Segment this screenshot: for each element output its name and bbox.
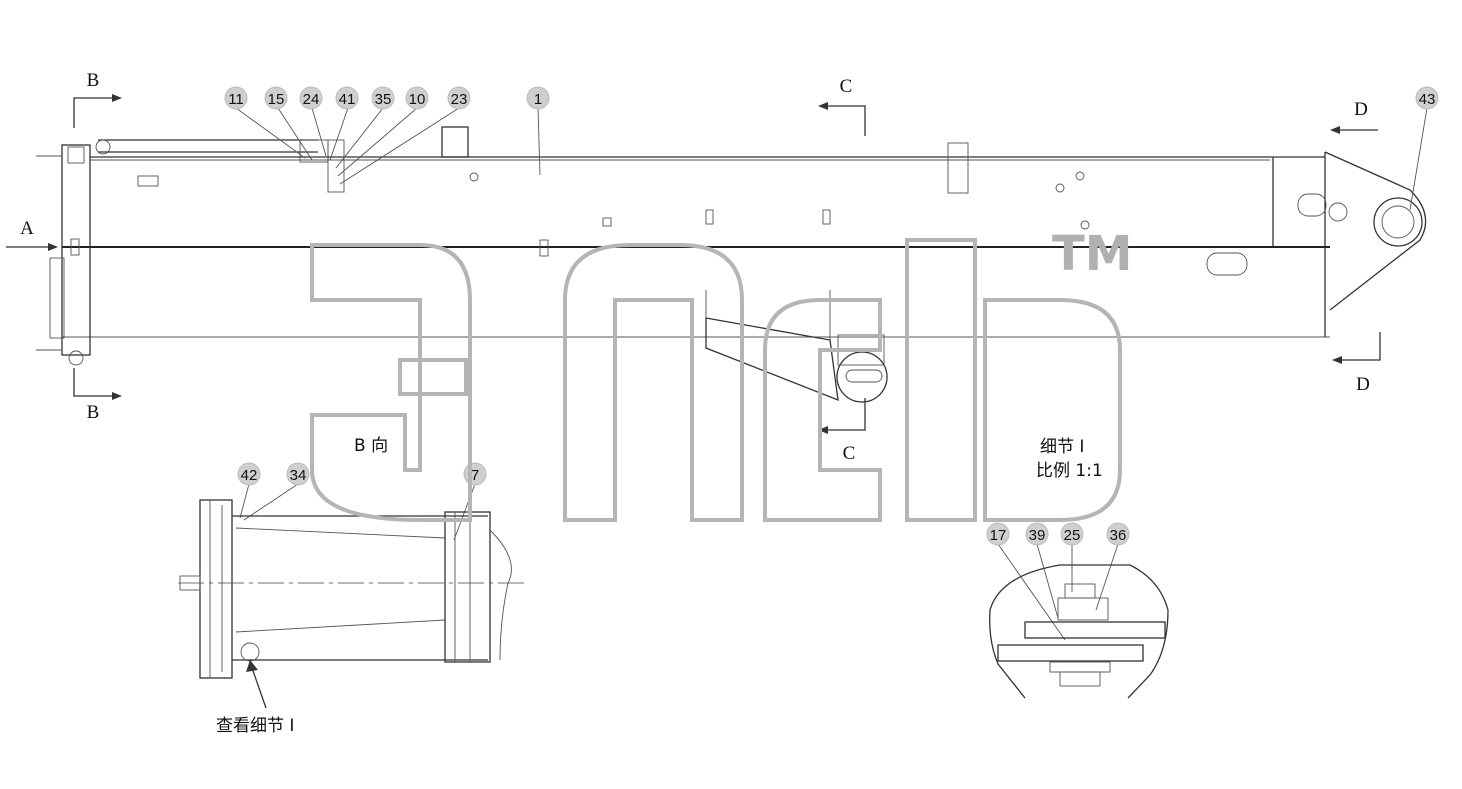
detail-scale: 比例 1:1 [1036, 461, 1103, 481]
leader-lines [235, 107, 1428, 641]
svg-text:35: 35 [375, 91, 392, 108]
svg-text:7: 7 [471, 467, 479, 484]
watermark-logo: TM [310, 226, 1133, 522]
b-view [178, 499, 525, 679]
balloon-25: 25 [1060, 522, 1084, 546]
balloon-15: 15 [264, 86, 288, 110]
svg-text:36: 36 [1110, 527, 1127, 544]
svg-text:17: 17 [990, 527, 1007, 544]
svg-text:23: 23 [451, 91, 468, 108]
svg-text:39: 39 [1029, 527, 1046, 544]
svg-text:1: 1 [534, 91, 542, 108]
balloon-7: 7 [463, 462, 487, 486]
svg-text:15: 15 [268, 91, 285, 108]
balloon-24: 24 [299, 86, 323, 110]
section-label-b-top: B [87, 70, 100, 91]
section-label-d-bottom: D [1356, 374, 1370, 395]
watermark-tm: TM [1052, 226, 1133, 282]
detail-i-view [989, 564, 1169, 699]
balloon-35: 35 [371, 86, 395, 110]
balloon-43: 43 [1415, 86, 1439, 110]
balloon-11: 11 [224, 86, 248, 110]
balloon-39: 39 [1025, 522, 1049, 546]
svg-text:24: 24 [303, 91, 320, 108]
section-label-b-bottom: B [87, 402, 100, 423]
balloon-23: 23 [447, 86, 471, 110]
svg-text:11: 11 [228, 91, 244, 108]
balloon-1: 1 [526, 86, 550, 110]
detail-title: 细节 I [1040, 437, 1084, 457]
svg-text:10: 10 [409, 91, 426, 108]
view-label-a: A [20, 218, 34, 239]
svg-text:43: 43 [1419, 91, 1436, 108]
section-label-c-bottom: C [843, 443, 856, 464]
balloon-36: 36 [1106, 522, 1130, 546]
svg-text:41: 41 [339, 91, 356, 108]
b-view-title: B 向 [354, 436, 388, 456]
section-label-c-top: C [840, 76, 853, 97]
section-markers [6, 94, 1381, 434]
svg-text:25: 25 [1064, 527, 1081, 544]
svg-text:34: 34 [290, 467, 307, 484]
balloon-10: 10 [405, 86, 429, 110]
balloon-42: 42 [237, 462, 261, 486]
svg-text:42: 42 [241, 467, 258, 484]
see-detail-note: 查看细节 I [216, 716, 294, 736]
balloon-34: 34 [286, 462, 310, 486]
balloon-41: 41 [335, 86, 359, 110]
balloon-17: 17 [986, 522, 1010, 546]
section-label-d-top: D [1354, 99, 1368, 120]
